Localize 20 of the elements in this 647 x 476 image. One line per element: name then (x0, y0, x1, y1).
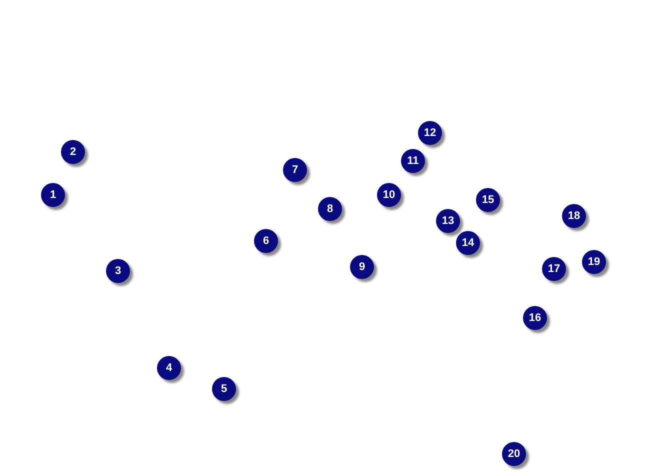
numbered-marker: 4 (157, 356, 181, 380)
numbered-marker: 6 (254, 229, 278, 253)
numbered-marker: 14 (456, 231, 480, 255)
numbered-marker: 2 (61, 140, 85, 164)
numbered-marker: 11 (401, 149, 425, 173)
numbered-marker: 18 (562, 204, 586, 228)
numbered-marker: 15 (476, 188, 500, 212)
numbered-marker: 13 (436, 209, 460, 233)
numbered-marker: 8 (318, 197, 342, 221)
numbered-marker: 10 (377, 183, 401, 207)
numbered-marker: 12 (418, 121, 442, 145)
numbered-marker: 20 (502, 442, 526, 466)
numbered-marker: 1 (41, 183, 65, 207)
numbered-marker: 7 (283, 158, 307, 182)
numbered-marker: 17 (542, 257, 566, 281)
numbered-marker: 5 (212, 377, 236, 401)
numbered-marker: 19 (582, 250, 606, 274)
numbered-marker: 3 (106, 259, 130, 283)
numbered-marker: 9 (350, 255, 374, 279)
numbered-marker: 16 (523, 306, 547, 330)
